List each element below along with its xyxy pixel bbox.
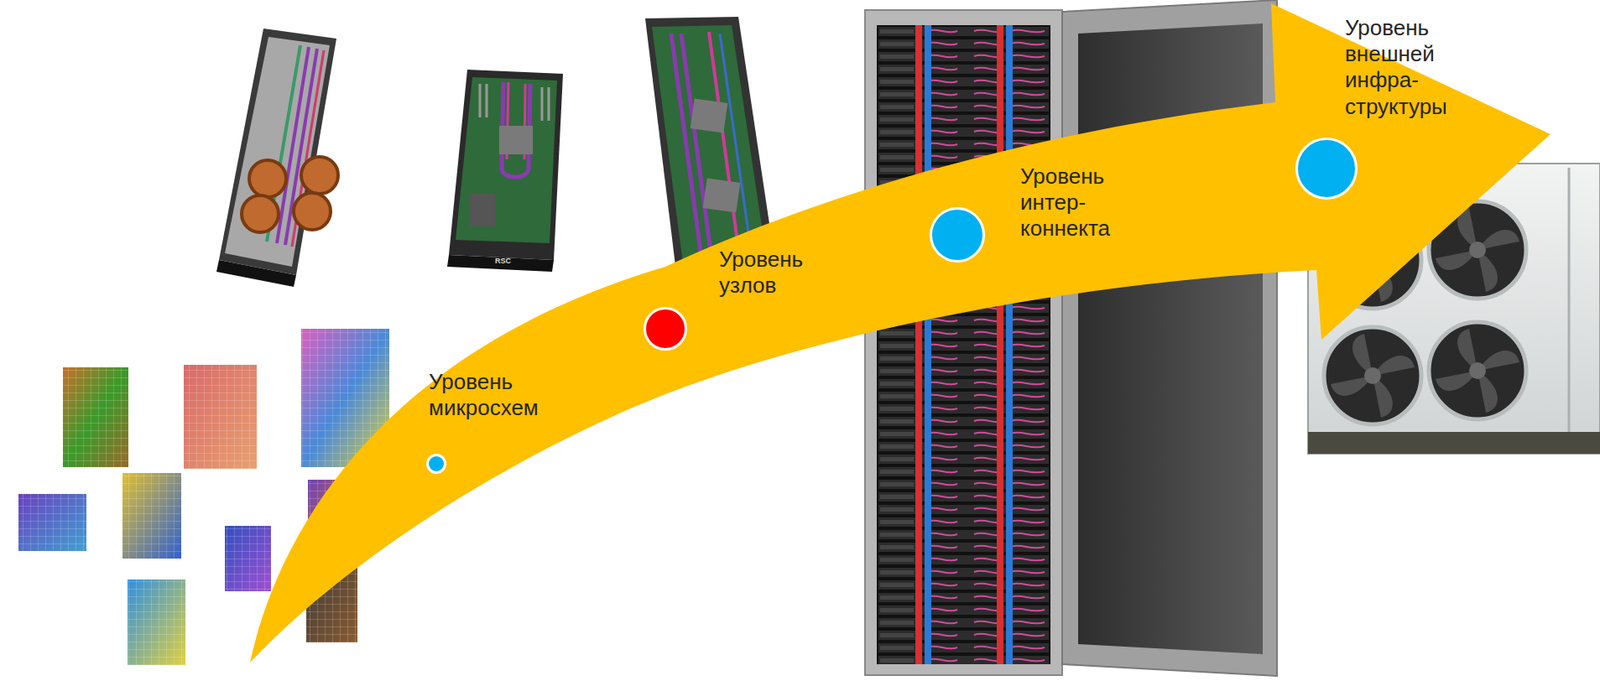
brand-label: RSC: [495, 256, 511, 266]
memory-slots: [479, 83, 549, 121]
level-marker: Уровень узлов: [643, 307, 688, 351]
level-marker: Уровень интер- коннекта: [929, 207, 986, 263]
fan: [1428, 322, 1527, 420]
rack-servers: [876, 25, 1051, 665]
inductor-coil: [249, 160, 287, 198]
fan: [1323, 327, 1422, 425]
chip-die-grid: [183, 364, 257, 470]
level-marker: Уровень внешней инфра- структуры: [1295, 137, 1358, 200]
cooling-pipe: [719, 33, 751, 251]
node-board: [447, 69, 563, 272]
inductor-coil: [241, 195, 279, 233]
node-board: [216, 28, 339, 287]
chip-die: [183, 364, 257, 470]
hot-pipe: [996, 25, 1004, 665]
chip-die-grid: [224, 526, 272, 592]
board-chip: [469, 192, 496, 227]
chip-die: [127, 579, 186, 666]
level-label: Уровень интер- коннекта: [1020, 163, 1111, 243]
cpu-coldplate: [499, 125, 533, 155]
chip-die-grid: [122, 473, 182, 559]
rack-door: [1062, 0, 1277, 677]
level-label: Уровень внешней инфра- структуры: [1344, 15, 1448, 120]
level-marker: Уровень микросхем: [426, 453, 447, 475]
progress-arrow: [250, 3, 1551, 663]
circuit-board: [651, 25, 767, 264]
inductor-coil: [301, 156, 339, 194]
level-label: Уровень узлов: [719, 246, 803, 299]
board-tray: [448, 69, 563, 261]
chip-die-grid: [127, 579, 186, 666]
hot-pipe: [915, 25, 923, 665]
server-rack: [865, 0, 1277, 677]
rack-frame: [865, 10, 1063, 676]
cooler-frame: [1568, 167, 1571, 433]
cooling-pipe: [671, 33, 711, 252]
circuit-board: [455, 77, 558, 244]
level-label: Уровень микросхем: [428, 369, 539, 422]
cold-pipe: [924, 25, 932, 665]
chip-die: [18, 494, 87, 552]
ground: [1308, 432, 1600, 454]
chip-die: [62, 367, 129, 468]
board-cover: [224, 36, 330, 267]
chip-die-grid: [62, 367, 129, 468]
cpu-coldplate: [703, 177, 741, 213]
chip-die: [122, 473, 182, 559]
cold-pipe: [1005, 25, 1013, 665]
chip-die: [224, 526, 272, 592]
cpu-coldplate: [690, 98, 729, 133]
board-tray: [218, 28, 337, 276]
inductor-coil: [293, 192, 331, 230]
chip-die-grid: [18, 494, 87, 552]
